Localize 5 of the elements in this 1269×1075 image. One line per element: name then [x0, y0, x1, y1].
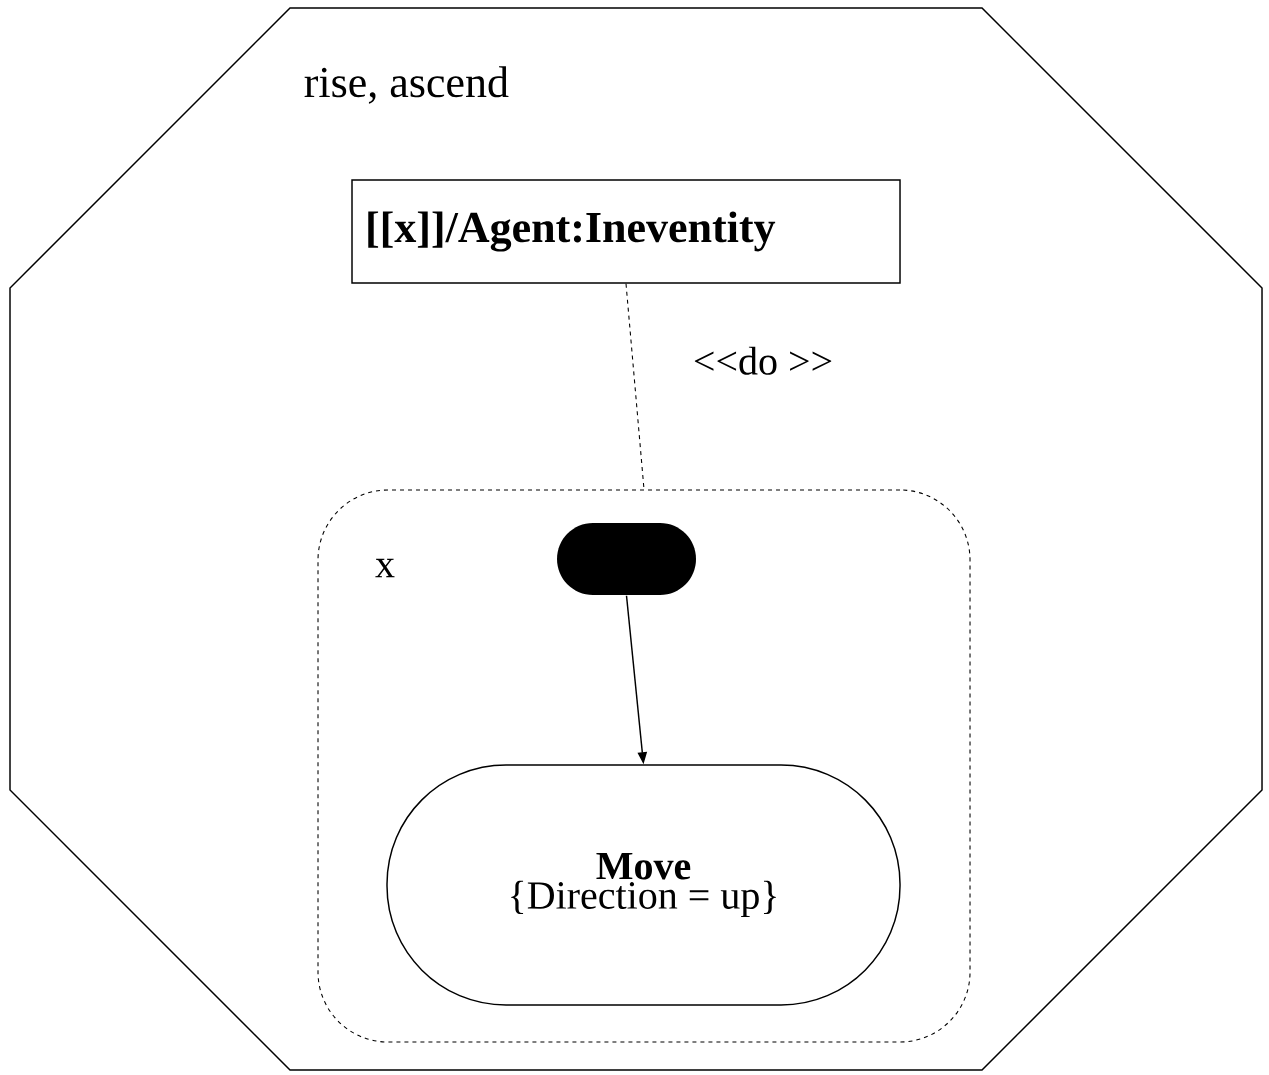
state-box: Move {Direction = up}: [386, 764, 901, 1006]
start-pill: [557, 523, 696, 595]
agent-box: [[x]]/Agent:Ineventity: [351, 179, 901, 284]
edge-label: <<do >>: [691, 345, 835, 377]
connector: [625, 283, 645, 490]
